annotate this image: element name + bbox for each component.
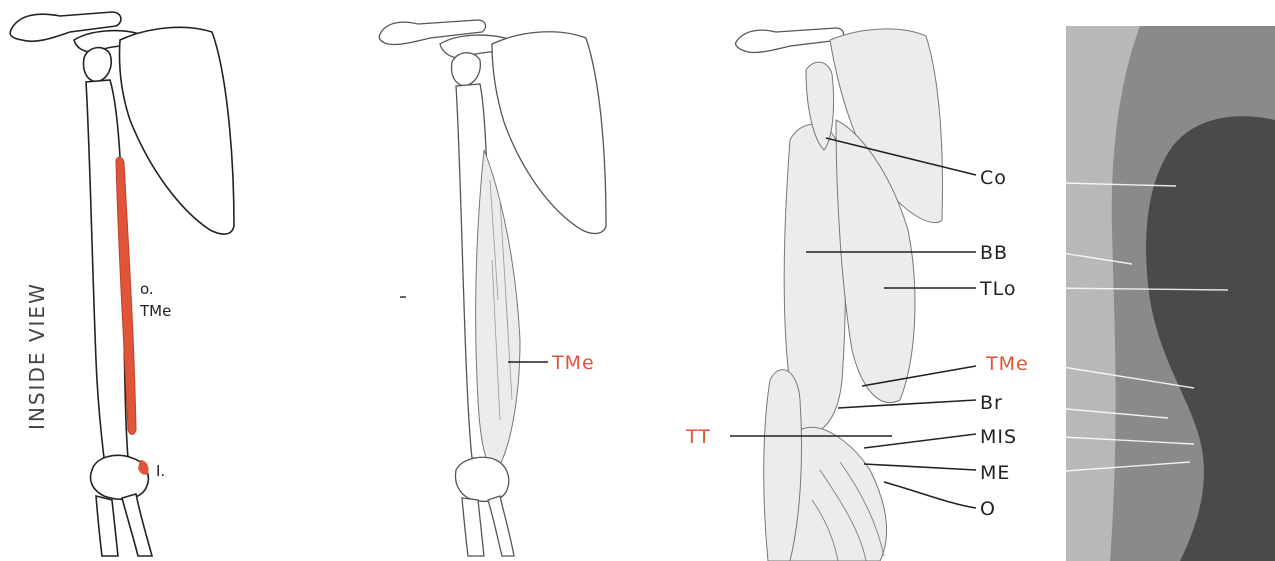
scapula-outline	[119, 27, 234, 234]
br-leader	[838, 400, 976, 408]
tlo-label: TLo	[979, 278, 1016, 300]
elbow-joint-outline-2	[456, 457, 509, 501]
tme-label-panel3: TMe	[985, 353, 1029, 375]
co-label: Co	[980, 167, 1007, 189]
forearm-lateral-muscle	[764, 370, 802, 561]
me-label: ME	[980, 462, 1010, 484]
radius-outline-2	[488, 496, 514, 556]
mis-label: MIS	[980, 426, 1017, 448]
br-label: Br	[980, 392, 1003, 414]
origin-abbr-label: o.	[140, 280, 154, 298]
bb-label: BB	[980, 242, 1008, 264]
humerus-head-outline	[84, 48, 112, 82]
me-leader	[864, 464, 976, 470]
humerus-head-outline-2	[452, 53, 481, 86]
tme-label-panel2: TMe	[551, 352, 595, 374]
panel3-arm-illustration: Co BB TLo TMe Br MIS ME O TT	[685, 26, 1275, 561]
ulna-outline-2	[462, 498, 484, 556]
triceps-medial-muscle-shape	[476, 150, 520, 472]
scapula-outline-2	[492, 32, 606, 234]
ulna-outline	[96, 496, 118, 556]
inside-view-title: INSIDE VIEW	[25, 282, 49, 430]
clavicle-outline-3	[736, 28, 844, 53]
panel2-muscle-diagram: TMe	[379, 20, 606, 556]
origin-muscle-label: TMe	[139, 302, 171, 320]
radius-outline	[122, 494, 152, 556]
tt-label: TT	[685, 426, 711, 448]
o-leader	[884, 482, 976, 508]
panel1-bone-diagram: INSIDE VIEW o. TMe I.	[10, 12, 234, 556]
o-label: O	[980, 498, 996, 520]
insertion-abbr-label: I.	[156, 462, 165, 480]
